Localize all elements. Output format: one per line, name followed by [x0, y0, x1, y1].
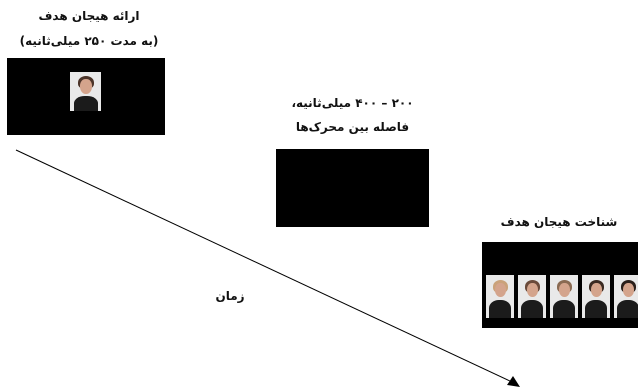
face-choice-5[interactable]: [614, 275, 638, 318]
face-choice-1[interactable]: [486, 275, 514, 318]
time-arrow-head: [507, 376, 520, 387]
stage1-subtitle: (به مدت ۲۵۰ میلی‌ثانیه): [19, 34, 159, 48]
recognition-screen: [482, 242, 638, 328]
target-emotion-screen: [7, 58, 165, 135]
target-face-image: [70, 72, 101, 111]
stage3-title: شناخت هیجان هدف: [500, 215, 618, 229]
face-choice-3[interactable]: [550, 275, 578, 318]
stage1-title: ارائه هیجان هدف: [38, 9, 140, 23]
time-label: زمان: [215, 289, 245, 303]
face-choice-4[interactable]: [582, 275, 610, 318]
blank-interval-screen: [276, 149, 429, 227]
face-choice-2[interactable]: [518, 275, 546, 318]
time-arrow-line: [15, 149, 513, 383]
interval-duration-label: ۲۰۰ – ۴۰۰ میلی‌ثانیه،: [291, 96, 414, 110]
interval-description-label: فاصله بین محرک‌ها: [295, 120, 410, 134]
